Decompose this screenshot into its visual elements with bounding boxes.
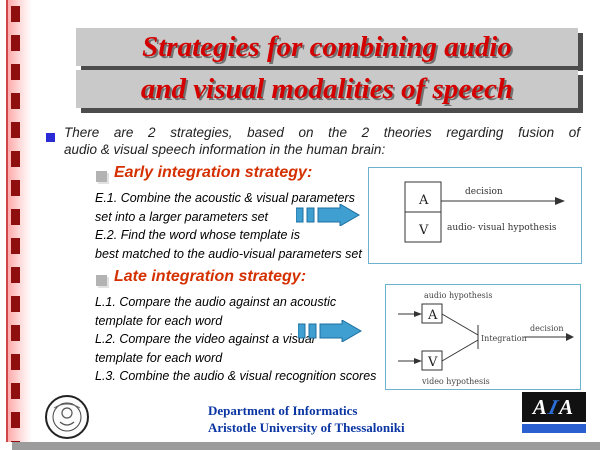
early-line: set into a larger parameters set bbox=[95, 209, 268, 224]
diagram-audio-hypothesis-label: audio hypothesis bbox=[424, 291, 492, 300]
late-line: L.2. Compare the video against a visual bbox=[95, 332, 315, 346]
late-line: L.1. Compare the audio against an acoust… bbox=[95, 295, 337, 309]
aiia-logo-letters: A I A bbox=[522, 392, 586, 422]
aiia-lab-logo: A I A bbox=[522, 392, 586, 433]
footer-university: Aristotle University of Thessaloniki bbox=[208, 420, 405, 435]
diagram-integration-label: Integration bbox=[481, 334, 527, 343]
blue-arrow-icon bbox=[298, 320, 362, 342]
late-line: template for each word bbox=[95, 313, 223, 328]
late-integration-text: L.1. Compare the audio against an acoust… bbox=[95, 293, 376, 386]
early-integration-diagram: A V decision audio- visual hypothesis bbox=[368, 167, 582, 264]
intro-line-2: audio & visual speech information in the… bbox=[64, 142, 386, 157]
blue-arrow-icon bbox=[296, 204, 360, 226]
diagram-decision-label: decision bbox=[530, 324, 564, 333]
diagram-box-a-label: A bbox=[427, 308, 438, 323]
late-line: L.3. Combine the audio & visual recognit… bbox=[95, 369, 377, 383]
diagram-box-v-label: V bbox=[427, 355, 438, 370]
early-line: best matched to the audio-visual paramet… bbox=[95, 246, 362, 261]
university-seal-logo bbox=[45, 395, 89, 439]
decorative-left-border bbox=[6, 0, 32, 442]
footer-credits: Department of Informatics Aristotle Univ… bbox=[208, 402, 405, 436]
aiia-letter: A bbox=[532, 394, 549, 419]
diagram-video-hypothesis-label: video hypothesis bbox=[421, 377, 490, 386]
page-title-line-1: Strategies for combining audio bbox=[76, 28, 578, 66]
intro-paragraph: There are 2 strategies, based on the 2 t… bbox=[64, 124, 580, 158]
diagram-box-a-label: A bbox=[418, 193, 429, 208]
diagram-box-v-label: V bbox=[418, 223, 429, 238]
early-line: E.2. Find the word whose template is bbox=[95, 228, 300, 242]
early-line: E.1. Combine the acoustic & visual param… bbox=[95, 191, 355, 205]
footer-department: Department of Informatics bbox=[208, 403, 358, 418]
aiia-letter: A bbox=[559, 394, 576, 419]
decorative-stripe-pattern bbox=[11, 6, 20, 442]
gray-bullet-icon bbox=[96, 275, 107, 286]
slide-drop-shadow bbox=[12, 442, 600, 450]
late-integration-diagram: audio hypothesis A V Integration decisio… bbox=[385, 284, 581, 390]
aiia-logo-band bbox=[522, 424, 586, 433]
diagram-hypothesis-label: audio- visual hypothesis bbox=[447, 223, 557, 233]
bullet-square-icon bbox=[46, 133, 55, 142]
late-integration-heading: Late integration strategy: bbox=[114, 268, 307, 285]
gray-bullet-icon bbox=[96, 171, 107, 182]
early-integration-heading: Early integration strategy: bbox=[114, 164, 313, 181]
late-line: template for each word bbox=[95, 350, 223, 365]
early-integration-text: E.1. Combine the acoustic & visual param… bbox=[95, 189, 362, 263]
intro-line-1: There are 2 strategies, based on the 2 t… bbox=[64, 125, 580, 140]
page-title-line-2: and visual modalities of speech bbox=[76, 70, 578, 108]
diagram-decision-label: decision bbox=[465, 187, 503, 197]
